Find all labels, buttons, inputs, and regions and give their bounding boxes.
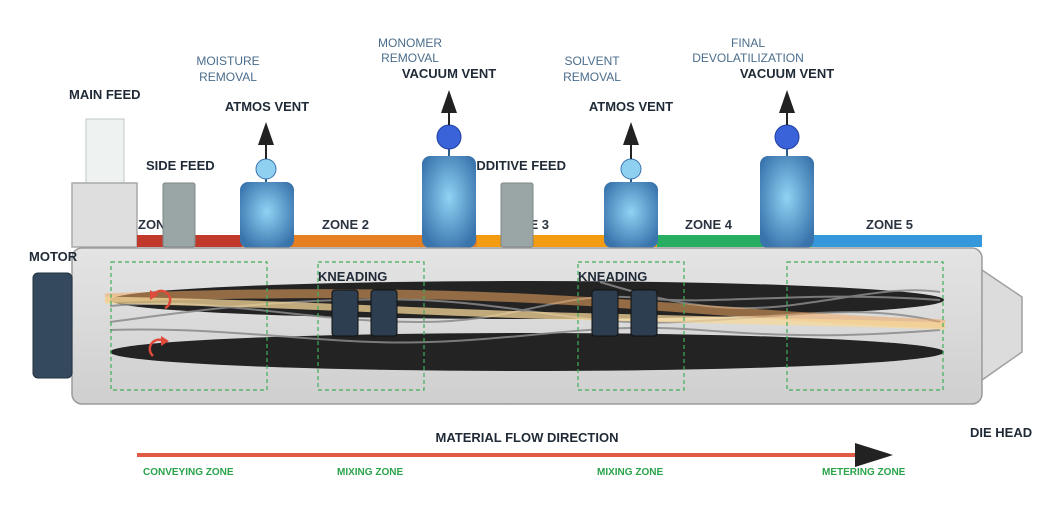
side-feed-port [162,182,196,248]
vent-2 [422,90,476,248]
flow-direction-label: MATERIAL FLOW DIRECTION [436,430,619,445]
lower-screw [110,333,944,371]
flow-direction-arrowhead-icon [855,443,893,467]
motor-label: MOTOR [29,249,78,264]
material-flow-orange [104,289,946,329]
die-head-label: DIE HEAD [970,425,1032,440]
main-feed-label: MAIN FEED [69,87,141,102]
conveying-zone-box [110,261,268,391]
vent-1-note-line-2: REMOVAL [199,70,257,84]
vent-2-label: VACUUM VENT [402,66,496,81]
vent-2-up-arrow-icon [441,90,457,113]
zone-5-label: ZONE 5 [866,217,913,232]
atmos-vent-1-ball [255,158,277,180]
vacuum-vent-4-ball [774,124,800,150]
kneading-1-label: KNEADING [318,269,387,284]
zone-2-label: ZONE 2 [322,217,369,232]
mixing-zone-label-1: MIXING ZONE [337,467,403,478]
vent-4-up-arrow-icon [779,90,795,113]
lower-rotation-icon [148,336,169,357]
vent-3-up-arrow-icon [623,122,639,145]
metering-zone-box [786,261,944,391]
mixing-zone-box-2 [577,261,685,391]
kneading-block-1 [331,289,398,337]
vent-4-body [760,156,814,248]
atmos-vent-3-ball [620,158,642,180]
vent-4-note-line-2: DEVOLATILIZATION [692,51,804,65]
process-zone-boxes [110,261,944,391]
vent-4 [760,90,814,248]
vent-2-body [422,156,476,248]
zone-2-band [242,235,477,247]
vacuum-vent-2-ball [436,124,462,150]
die-head-cone [981,268,1023,382]
vent-2-note-line-1: MONOMER [378,36,442,50]
kneading-block-2 [591,289,658,337]
vent-1-body [240,182,294,248]
vent-1-label: ATMOS VENT [225,99,309,114]
zone-4-label: ZONE 4 [685,217,733,232]
vent-3 [604,122,658,248]
vent-1-note-line-1: MOISTURE [196,54,259,68]
vent-2-note-line-2: REMOVAL [381,51,439,65]
side-feed-label: SIDE FEED [146,158,215,173]
metering-zone-label: METERING ZONE [822,467,906,478]
upper-rotation-icon [150,289,172,310]
vent-1 [240,122,294,248]
mixing-zone-box-1 [317,261,425,391]
vent-3-note-line-2: REMOVAL [563,70,621,84]
vent-4-label: VACUUM VENT [740,66,834,81]
vent-1-up-arrow-icon [258,122,274,145]
motor-block [32,272,73,379]
conveying-zone-label: CONVEYING ZONE [143,467,234,478]
vent-4-note-line-1: FINAL [731,36,765,50]
mixing-zone-label-2: MIXING ZONE [597,467,663,478]
zone-5-band [812,235,982,247]
additive-feed-label: ADDITIVE FEED [467,158,566,173]
kneading-2-label: KNEADING [578,269,647,284]
vent-3-body [604,182,658,248]
material-flow-light [104,296,946,330]
vent-3-label: ATMOS VENT [589,99,673,114]
main-feed-hopper [71,118,138,248]
vent-3-note-line-1: SOLVENT [564,54,620,68]
additive-feed-port [500,182,534,248]
